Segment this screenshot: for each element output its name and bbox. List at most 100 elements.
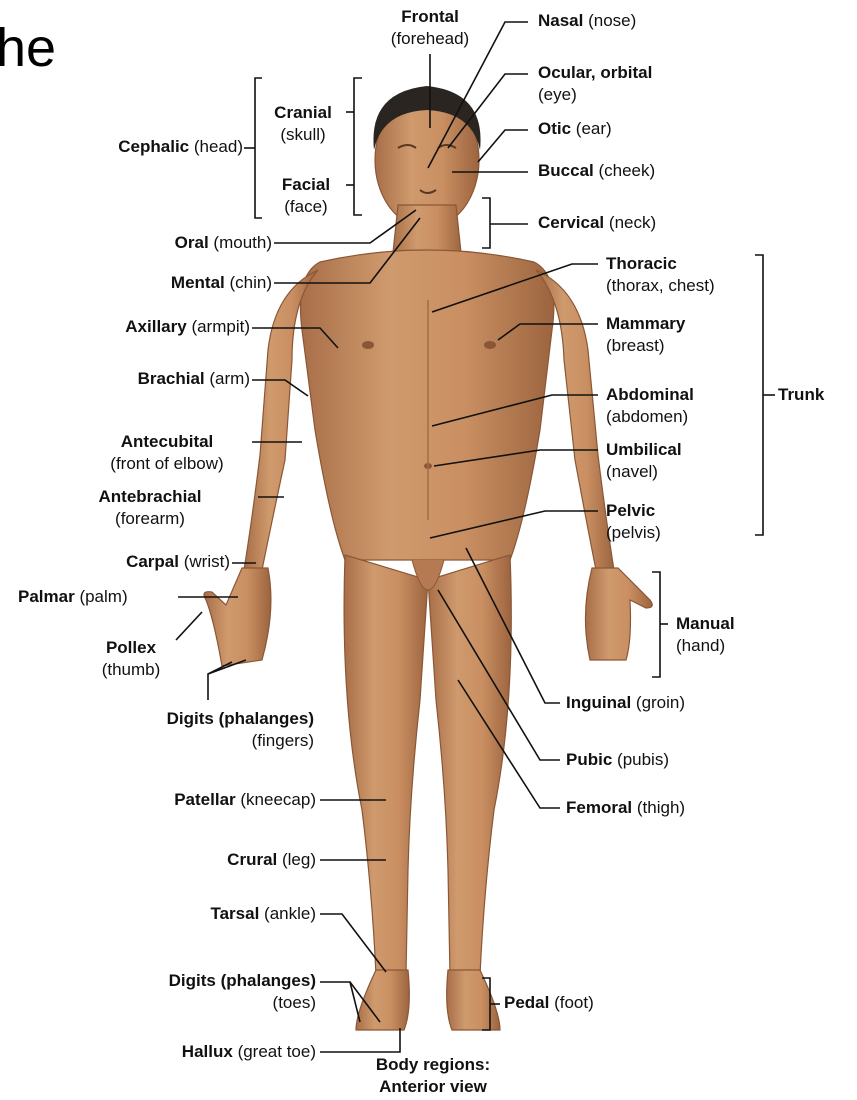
label-umbilical-desc: (navel) [606,462,658,481]
label-digits-toes-desc: (toes) [273,993,316,1012]
label-pollex-desc: (thumb) [102,660,161,679]
label-hallux: Hallux (great toe) [60,1041,316,1063]
label-tarsal: Tarsal (ankle) [60,903,316,925]
label-axillary-term: Axillary [125,317,186,336]
label-crural-desc: (leg) [282,850,316,869]
label-buccal: Buccal (cheek) [538,160,655,182]
label-nasal-desc: (nose) [588,11,636,30]
label-manual: Manual (hand) [676,613,735,657]
figure-caption: Body regions: Anterior view [318,1054,548,1098]
label-manual-desc: (hand) [676,636,725,655]
label-umbilical: Umbilical (navel) [606,439,682,483]
label-pelvic-term: Pelvic [606,501,655,520]
label-frontal: Frontal (forehead) [370,6,490,50]
label-cervical-term: Cervical [538,213,604,232]
label-palmar-desc: (palm) [79,587,127,606]
left-hand-shape [204,568,271,666]
label-pedal-term: Pedal [504,993,549,1012]
label-pedal: Pedal (foot) [504,992,594,1014]
label-ocular-desc: (eye) [538,85,577,104]
label-cranial: Cranial (skull) [258,102,348,146]
label-oral: Oral (mouth) [60,232,272,254]
left-leg-shape [344,555,428,975]
label-pollex-term: Pollex [106,638,156,657]
label-cranial-desc: (skull) [280,125,325,144]
label-pedal-desc: (foot) [554,993,594,1012]
label-crural: Crural (leg) [60,849,316,871]
label-mammary-desc: (breast) [606,336,665,355]
label-digits-toes: Digits (phalanges) (toes) [60,970,316,1014]
label-cervical: Cervical (neck) [538,212,656,234]
label-pubic-desc: (pubis) [617,750,669,769]
label-brachial-term: Brachial [138,369,205,388]
label-inguinal-term: Inguinal [566,693,631,712]
label-antecubital: Antecubital (front of elbow) [82,431,252,475]
label-digits-fingers-term: Digits (phalanges) [167,709,314,728]
label-cephalic-term: Cephalic [118,137,189,156]
label-nasal-term: Nasal [538,11,583,30]
label-trunk: Trunk [778,384,824,406]
label-hallux-term: Hallux [182,1042,233,1061]
label-femoral-desc: (thigh) [637,798,685,817]
label-umbilical-term: Umbilical [606,440,682,459]
label-femoral: Femoral (thigh) [566,797,685,819]
label-thoracic: Thoracic (thorax, chest) [606,253,715,297]
label-antebrachial-term: Antebrachial [99,487,202,506]
label-antecubital-term: Antecubital [121,432,214,451]
label-mammary-term: Mammary [606,314,685,333]
label-digits-fingers-desc: (fingers) [252,731,314,750]
label-mental-term: Mental [171,273,225,292]
label-ocular: Ocular, orbital (eye) [538,62,652,106]
label-abdominal: Abdominal (abdomen) [606,384,694,428]
label-manual-term: Manual [676,614,735,633]
label-brachial-desc: (arm) [209,369,250,388]
label-frontal-term: Frontal [401,7,459,26]
label-nasal: Nasal (nose) [538,10,636,32]
right-leg-shape [428,555,511,975]
label-thoracic-term: Thoracic [606,254,677,273]
label-facial: Facial (face) [266,174,346,218]
label-cephalic-desc: (head) [194,137,243,156]
label-facial-term: Facial [282,175,330,194]
label-inguinal: Inguinal (groin) [566,692,685,714]
label-inguinal-desc: (groin) [636,693,685,712]
label-otic: Otic (ear) [538,118,612,140]
label-palmar-term: Palmar [18,587,75,606]
label-hallux-desc: (great toe) [238,1042,316,1061]
right-hand-shape [585,568,652,660]
label-pubic-term: Pubic [566,750,612,769]
label-carpal-term: Carpal [126,552,179,571]
label-ocular-term: Ocular, orbital [538,63,652,82]
label-patellar-term: Patellar [174,790,235,809]
figure-caption-line1: Body regions: [376,1055,490,1074]
label-cephalic: Cephalic (head) [40,136,243,158]
label-carpal: Carpal (wrist) [20,551,230,573]
label-oral-desc: (mouth) [213,233,272,252]
label-mental: Mental (chin) [60,272,272,294]
label-cranial-term: Cranial [274,103,332,122]
right-foot-shape [447,970,500,1030]
label-thoracic-desc: (thorax, chest) [606,276,715,295]
label-otic-desc: (ear) [576,119,612,138]
label-digits-toes-term: Digits (phalanges) [169,971,316,990]
label-abdominal-desc: (abdomen) [606,407,688,426]
label-oral-term: Oral [175,233,209,252]
label-cervical-desc: (neck) [609,213,656,232]
label-pubic: Pubic (pubis) [566,749,669,771]
label-digits-fingers: Digits (phalanges) (fingers) [80,708,314,752]
label-otic-term: Otic [538,119,571,138]
label-facial-desc: (face) [284,197,327,216]
label-frontal-desc: (forehead) [391,29,469,48]
label-trunk-term: Trunk [778,385,824,404]
figure-caption-line2: Anterior view [379,1077,487,1096]
label-patellar: Patellar (kneecap) [60,789,316,811]
label-tarsal-desc: (ankle) [264,904,316,923]
label-tarsal-term: Tarsal [210,904,259,923]
label-antebrachial: Antebrachial (forearm) [50,486,250,530]
label-carpal-desc: (wrist) [184,552,230,571]
label-abdominal-term: Abdominal [606,385,694,404]
label-buccal-term: Buccal [538,161,594,180]
label-axillary-desc: (armpit) [191,317,250,336]
